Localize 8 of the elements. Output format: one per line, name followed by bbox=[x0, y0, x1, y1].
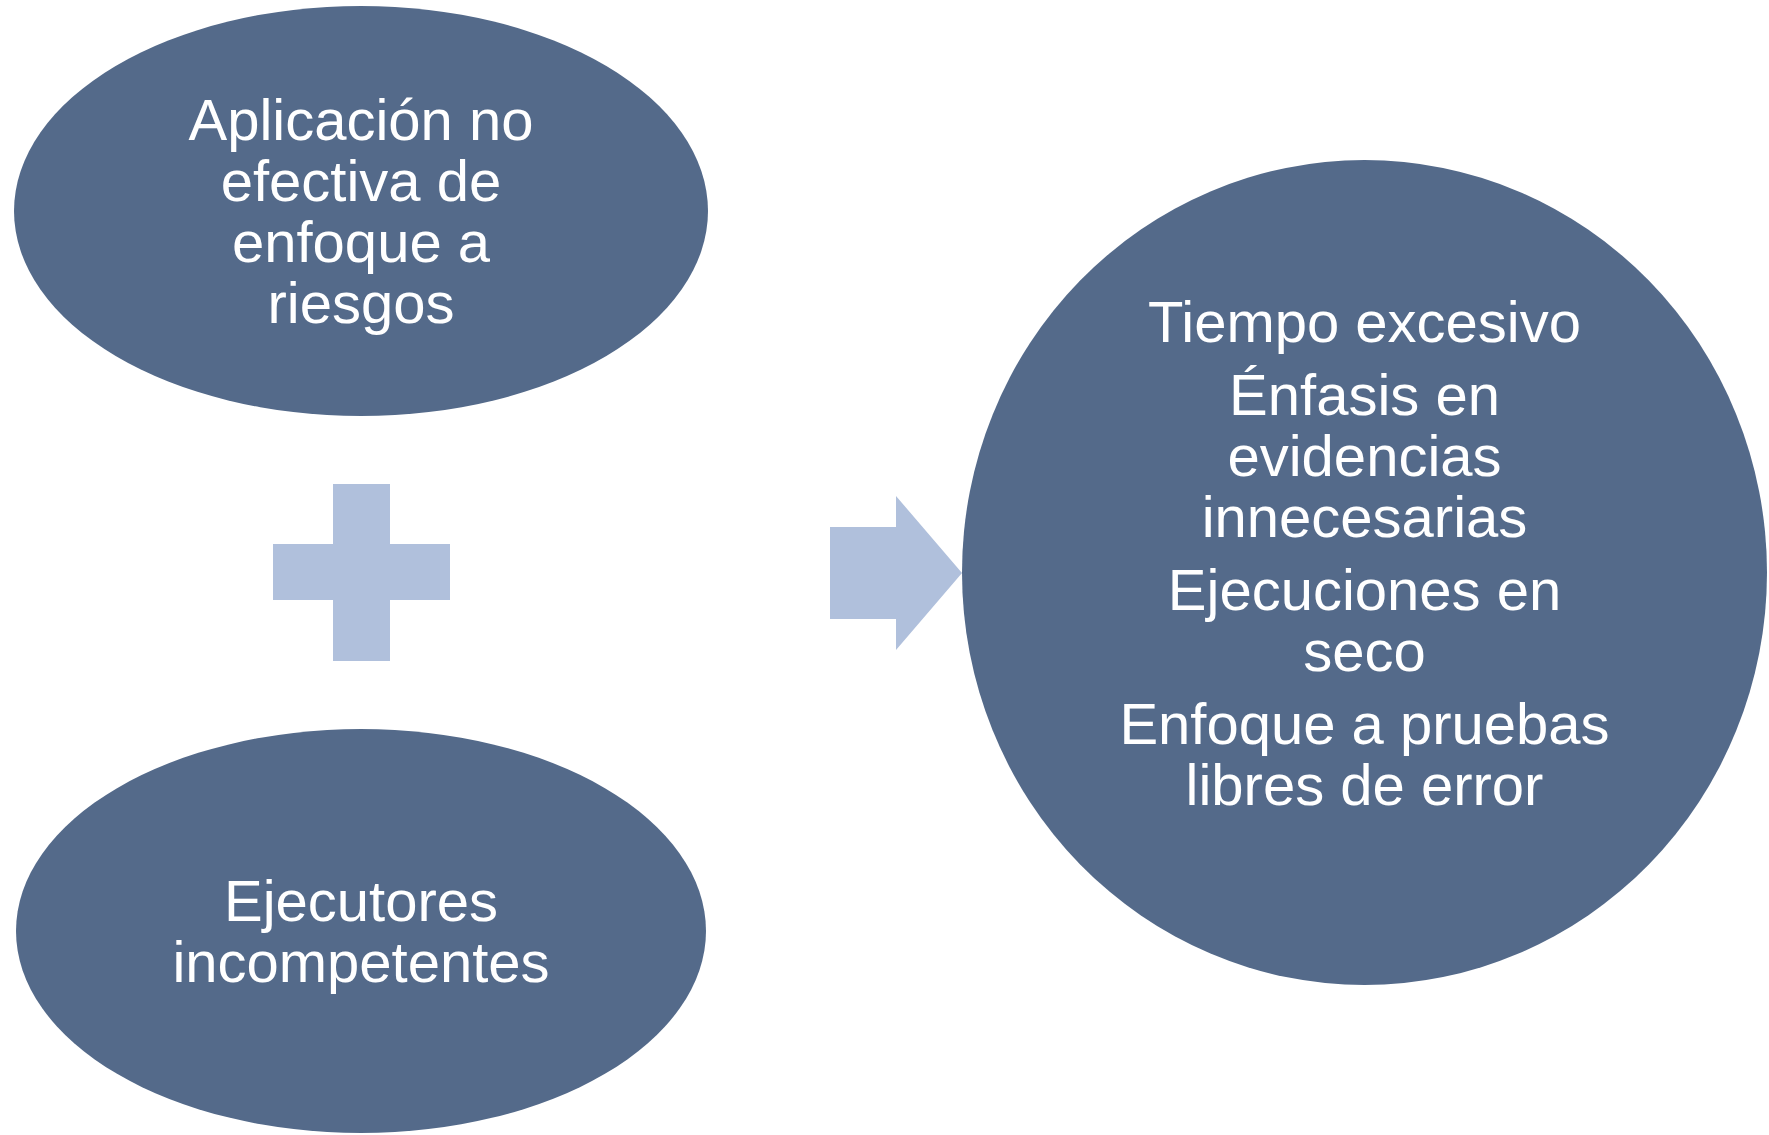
block-arrow bbox=[830, 496, 962, 650]
node-text: Énfasis en evidencias innecesarias bbox=[1200, 363, 1529, 547]
plus-sign bbox=[273, 484, 450, 661]
node-text: Aplicación no efectiva de enfoque a riesgos bbox=[187, 89, 535, 333]
node-text: Ejecutores incompetentes bbox=[171, 870, 551, 992]
node-text: Ejecuciones en seco bbox=[1166, 558, 1563, 681]
node-text: Tiempo excesivo bbox=[1148, 290, 1581, 352]
node-text: Enfoque a pruebas libres de error bbox=[1118, 692, 1611, 815]
